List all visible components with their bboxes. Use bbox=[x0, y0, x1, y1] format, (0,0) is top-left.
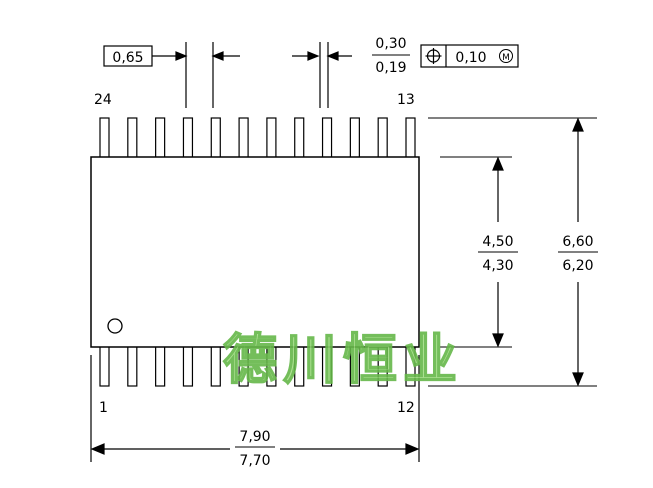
body-width-max: 4,50 bbox=[482, 234, 513, 250]
pin1-indicator bbox=[107, 318, 123, 334]
top-pin-row bbox=[99, 117, 416, 159]
pitch-arrows bbox=[152, 42, 240, 108]
top-pin bbox=[99, 117, 110, 159]
overall-width-min: 6,20 bbox=[562, 258, 593, 274]
top-pin bbox=[238, 117, 249, 159]
position-tolerance-value: 0,10 bbox=[455, 50, 486, 66]
bottom-pin bbox=[99, 345, 110, 387]
top-pin bbox=[210, 117, 221, 159]
extension-lines bbox=[428, 117, 597, 387]
top-pin bbox=[349, 117, 360, 159]
watermark-text: 德川恒业 bbox=[223, 328, 463, 391]
lead-width-min: 0,19 bbox=[375, 60, 406, 76]
body-length-min: 7,70 bbox=[239, 453, 270, 469]
lead-width-max: 0,30 bbox=[375, 36, 406, 52]
pin-label-24: 24 bbox=[94, 92, 112, 108]
body-length-dimension bbox=[90, 355, 420, 462]
top-pin bbox=[127, 117, 138, 159]
bottom-pin bbox=[210, 345, 221, 387]
overall-width-dimension bbox=[572, 117, 584, 387]
bottom-pin bbox=[182, 345, 194, 387]
pin-label-12: 12 bbox=[397, 400, 415, 416]
position-tolerance-frame: 0,10 M bbox=[420, 44, 519, 68]
pitch-value: 0,65 bbox=[112, 50, 143, 66]
overall-width-max: 6,60 bbox=[562, 234, 593, 250]
max-material-symbol: M bbox=[502, 53, 510, 63]
body-width-min: 4,30 bbox=[482, 258, 513, 274]
body-length-max: 7,90 bbox=[239, 429, 270, 445]
bottom-pin bbox=[155, 345, 166, 387]
lead-width-arrows bbox=[292, 42, 352, 108]
bottom-pin-row bbox=[99, 345, 416, 387]
max-material-icon bbox=[499, 49, 513, 63]
top-pin bbox=[377, 117, 388, 159]
top-pin bbox=[294, 117, 305, 159]
pin-label-1: 1 bbox=[99, 400, 108, 416]
top-pin bbox=[405, 117, 416, 159]
top-pin bbox=[155, 117, 166, 159]
package-body bbox=[90, 156, 420, 348]
body-width-dimension bbox=[492, 156, 504, 348]
top-pin bbox=[266, 117, 277, 159]
top-pin bbox=[182, 117, 194, 159]
pin-label-13: 13 bbox=[397, 92, 415, 108]
bottom-pin bbox=[127, 345, 138, 387]
top-pin bbox=[321, 117, 333, 159]
